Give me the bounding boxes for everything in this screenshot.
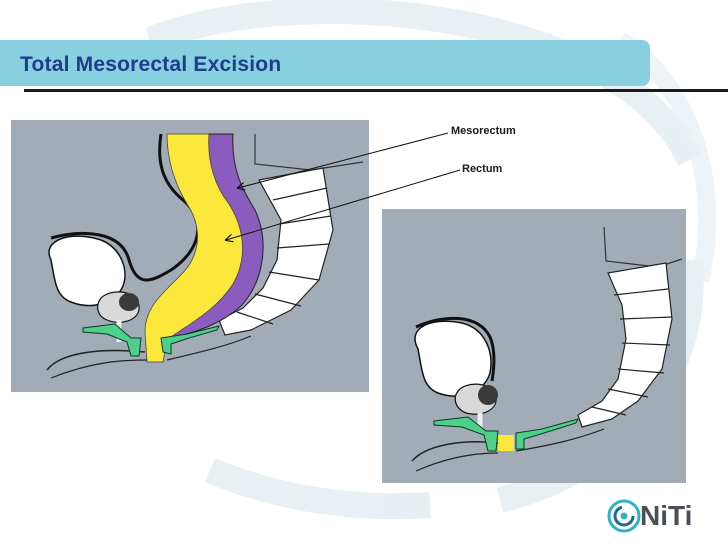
vertebra-outline xyxy=(254,134,364,171)
mesorectum-arrow xyxy=(238,132,449,188)
logo-swirl-icon xyxy=(607,499,641,533)
anatomy-diagram-after xyxy=(382,209,686,483)
rectum-label: Rectum xyxy=(462,163,503,175)
sacrum xyxy=(577,262,673,428)
seminal-vesicle xyxy=(478,385,498,405)
pelvic-floor-line-2 xyxy=(415,452,499,472)
title-bar xyxy=(0,40,650,86)
bladder xyxy=(414,320,492,397)
anatomy-diagram-before xyxy=(11,120,369,392)
pelvic-floor-line-3 xyxy=(515,428,605,452)
peritoneal-line xyxy=(50,133,200,282)
slide-title: Total Mesorectal Excision xyxy=(20,53,282,76)
levator-device xyxy=(82,323,220,357)
seminal-vesicle xyxy=(119,293,139,311)
niti-logo xyxy=(607,499,641,533)
sacrum xyxy=(218,167,334,336)
pelvic-floor-line-2 xyxy=(50,359,148,379)
bladder xyxy=(48,235,126,307)
rectal-stump xyxy=(498,435,514,451)
title-underline xyxy=(24,89,728,92)
peritoneal-line xyxy=(415,316,496,382)
vertebra-outline xyxy=(603,226,683,268)
mesorectum-label: Mesorectum xyxy=(451,125,516,137)
rectum-arrow xyxy=(226,169,461,240)
pelvic-floor-line-3 xyxy=(166,335,252,361)
logo-text: NiTi xyxy=(640,500,693,531)
levator-device xyxy=(433,416,579,452)
